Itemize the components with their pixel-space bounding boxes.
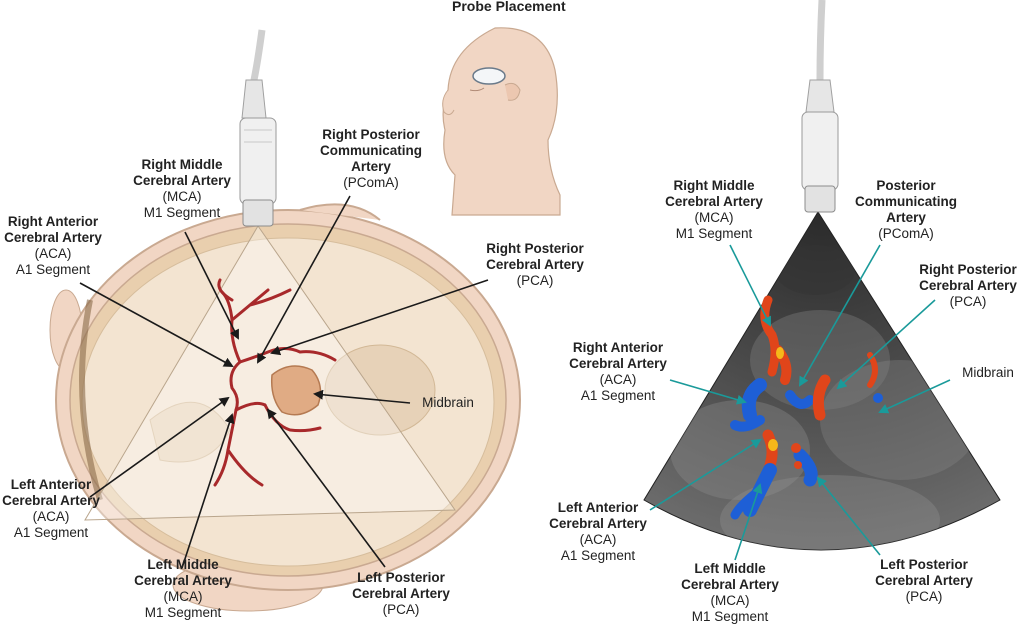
arrow-icon <box>257 195 351 364</box>
arrow-icon <box>649 438 762 511</box>
temporal-region <box>324 344 436 436</box>
label-left-right-mca: Right Middle Cerebral Artery (MCA) M1 Se… <box>133 157 231 220</box>
probe-position-marker <box>472 67 506 85</box>
frontal-region <box>149 401 231 463</box>
arrow-icon <box>729 244 771 327</box>
label-left-left-mca: Left Middle Cerebral Artery (MCA) M1 Seg… <box>134 557 232 620</box>
label-left-right-aca: Right Anterior Cerebral Artery (ACA) A1 … <box>4 214 102 277</box>
aca-vessel <box>229 360 242 412</box>
label-left-midbrain: Midbrain <box>422 395 474 410</box>
label-right-right-aca: Right Anterior Cerebral Artery (ACA) A1 … <box>569 340 667 403</box>
label-left-left-aca: Left Anterior Cerebral Artery (ACA) A1 S… <box>2 477 100 540</box>
skull-edge-shade <box>79 299 103 501</box>
left-arrows <box>79 195 489 569</box>
ultrasound-probe-icon <box>801 0 839 213</box>
probe-placement-title: Probe Placement <box>452 0 566 14</box>
arrow-icon <box>313 389 411 404</box>
head-profile-icon <box>442 27 561 216</box>
ultrasound-probe-icon <box>239 29 277 227</box>
ultrasound-beam <box>84 225 456 521</box>
label-right-pcom: Posterior Communicating Artery (PComA) <box>854 178 957 241</box>
label-left-right-pcom: Right Posterior Communicating Artery (PC… <box>319 127 422 190</box>
pcom-vessel <box>234 401 267 412</box>
label-left-left-pca: Left Posterior Cerebral Artery (PCA) <box>352 570 450 617</box>
arrow-icon <box>799 244 881 387</box>
arrow-icon <box>878 379 951 414</box>
arrow-icon <box>816 476 881 556</box>
arrow-icon <box>79 282 234 367</box>
arrow-icon <box>270 279 489 356</box>
label-right-right-pca: Right Posterior Cerebral Artery (PCA) <box>919 262 1017 309</box>
right-mca-branches <box>217 278 292 322</box>
right-arrows <box>649 244 951 561</box>
skull-illustration <box>49 203 521 612</box>
label-right-left-aca: Left Anterior Cerebral Artery (ACA) A1 S… <box>549 500 647 563</box>
arrow-icon <box>669 379 747 405</box>
arrow-icon <box>266 408 386 568</box>
label-right-right-mca: Right Middle Cerebral Artery (MCA) M1 Se… <box>665 178 763 241</box>
arrow-icon <box>836 299 936 390</box>
label-left-right-pca: Right Posterior Cerebral Artery (PCA) <box>486 241 584 288</box>
arrow-icon <box>181 413 235 569</box>
midbrain-structure <box>270 365 322 416</box>
arrow-icon <box>734 483 763 561</box>
label-right-midbrain: Midbrain <box>962 365 1014 380</box>
label-right-left-mca: Left Middle Cerebral Artery (MCA) M1 Seg… <box>681 561 779 624</box>
arrow-icon <box>184 231 239 340</box>
arrow-icon <box>89 396 230 498</box>
label-right-left-pca: Left Posterior Cerebral Artery (PCA) <box>875 557 973 604</box>
